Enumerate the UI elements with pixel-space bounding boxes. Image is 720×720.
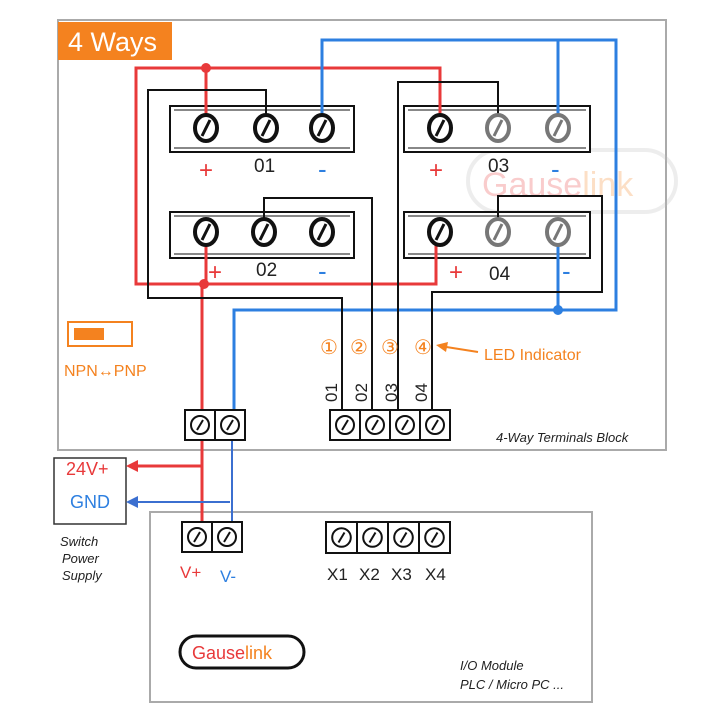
ch01-plus: + [199,157,213,184]
io-vminus-label: V- [220,567,236,586]
terminal-screw [427,113,453,143]
io-input-x1: X1 [327,565,348,584]
psu-caption-2: Power [62,551,100,566]
terminal-screw [251,217,277,247]
led-mark-2: ② [350,337,368,359]
terminal-screw [545,217,571,247]
terminal-screw [545,113,571,143]
ch01-minus: - [318,154,327,184]
io-input-terminal-block [325,521,451,554]
io-input-x4: X4 [425,565,446,584]
ch04-number: 04 [489,264,511,285]
junction-red-top [201,63,211,73]
psu-gnd-label: GND [70,492,110,512]
output-label-02: 02 [352,383,371,402]
terminal-screw [187,527,207,547]
io-power-terminal-block [181,521,243,553]
terminal-block-caption: 4-Way Terminals Block [496,430,630,445]
terminal-screw [190,415,210,435]
signal-wires [147,81,603,410]
terminal-screw [193,217,219,247]
terminal-screw [427,217,453,247]
junction-blue [553,305,563,315]
io-caption-1: I/O Module [460,658,524,673]
terminal-screw [193,113,219,143]
ch02-minus: - [318,256,327,286]
logo-text-b: link [245,643,273,663]
small-terminal-blocks [181,409,451,554]
arrow-gnd [126,496,138,508]
terminal-screw [389,410,415,440]
svg-text:Gauselink: Gauselink [192,643,273,663]
output-label-03: 03 [382,383,401,402]
ch03-number: 03 [488,156,509,177]
ch04-minus: - [562,256,571,286]
junction-red-mid [199,279,209,289]
ch04-plus: + [449,259,463,286]
terminal-screw [253,113,279,143]
power-supply-box [53,457,127,525]
terminal-screw [387,522,414,553]
terminal-screw [309,113,335,143]
led-mark-1: ① [320,337,338,359]
logo-text-a: Gause [192,643,245,663]
terminal-screw [211,522,237,552]
terminal-screw [419,410,445,440]
terminal-screw [418,522,445,553]
terminal-screw [356,522,383,553]
terminal-screw [485,217,511,247]
terminal-screw [335,415,355,435]
io-vplus-label: V+ [180,563,201,582]
output-terminal-block [329,409,451,441]
terminal-screw [359,410,385,440]
terminal-screw [214,410,240,440]
psu-caption-3: Supply [62,568,103,583]
ch03-minus: - [551,154,560,184]
npn-pnp-label: NPN↔PNP [64,363,147,380]
watermark-text-b: link [582,166,634,204]
power-terminal-block [184,409,246,441]
led-pointer-head [436,342,448,352]
ways-badge-label: 4 Ways [68,27,157,57]
ch02-number: 02 [256,260,277,281]
ways-badge [58,22,172,60]
npn-pnp-switch[interactable] [67,321,133,347]
ch03-plus: + [429,157,443,184]
arrow-24v [126,460,138,472]
psu-caption-1: Switch [60,534,98,549]
psu-24v-label: 24V+ [66,459,109,479]
led-indicator-label: LED Indicator [484,347,582,364]
led-indicators: ① ② ③ ④ [320,337,432,359]
led-mark-4: ④ [414,337,432,359]
negative-wires-thin [132,432,233,532]
led-mark-3: ③ [381,337,399,359]
terminal-screw [309,217,335,247]
io-caption-2: PLC / Micro PC ... [460,677,564,692]
output-label-04: 04 [412,383,431,402]
io-input-x3: X3 [391,565,412,584]
output-label-01: 01 [322,383,341,402]
terminal-screw [331,527,352,548]
ch01-number: 01 [254,156,275,177]
io-input-x2: X2 [359,565,380,584]
terminal-screw [485,113,511,143]
gauselink-logo: Gauselink [178,634,306,670]
ch02-plus: + [208,259,222,286]
channel-screws [193,113,571,247]
